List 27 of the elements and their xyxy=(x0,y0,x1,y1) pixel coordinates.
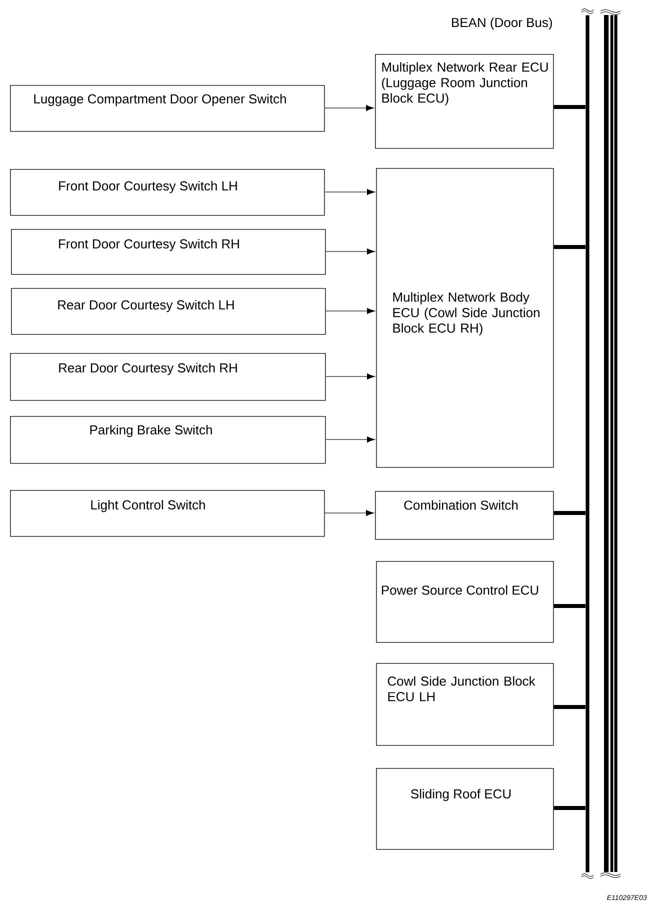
component-box: Rear Door Courtesy Switch RH xyxy=(10,353,326,401)
bus-connector xyxy=(554,604,586,608)
component-box: Combination Switch xyxy=(375,491,554,540)
component-box: Front Door Courtesy Switch RH xyxy=(11,229,326,275)
arrow xyxy=(325,248,375,254)
bus-connector xyxy=(554,705,586,709)
component-box: Multiplex Network Rear ECU (Luggage Room Junction Block ECU) xyxy=(375,54,554,149)
component-box: Sliding Roof ECU xyxy=(376,768,554,850)
bus-label: BEAN (Door Bus) xyxy=(452,18,552,30)
bus-connector xyxy=(554,511,586,515)
component-box: Power Source Control ECU xyxy=(376,561,554,643)
arrow xyxy=(325,436,375,442)
arrow xyxy=(324,105,374,111)
component-box: Cowl Side Junction Block ECU LH xyxy=(376,663,554,746)
bus-connector xyxy=(554,245,586,249)
arrow xyxy=(324,510,374,516)
bus-connector xyxy=(554,806,586,810)
component-box: Light Control Switch xyxy=(10,490,325,537)
component-box: Luggage Compartment Door Opener Switch xyxy=(10,85,325,132)
component-box: Parking Brake Switch xyxy=(10,416,326,464)
component-box: Front Door Courtesy Switch LH xyxy=(10,169,325,216)
bus-connector xyxy=(554,105,586,109)
arrow xyxy=(325,308,375,314)
arrow xyxy=(325,374,375,380)
component-box: Multiplex Network Body ECU (Cowl Side Junction Block ECU RH) xyxy=(376,168,554,468)
arrow xyxy=(324,189,375,195)
component-box: Rear Door Courtesy Switch LH xyxy=(11,288,326,335)
